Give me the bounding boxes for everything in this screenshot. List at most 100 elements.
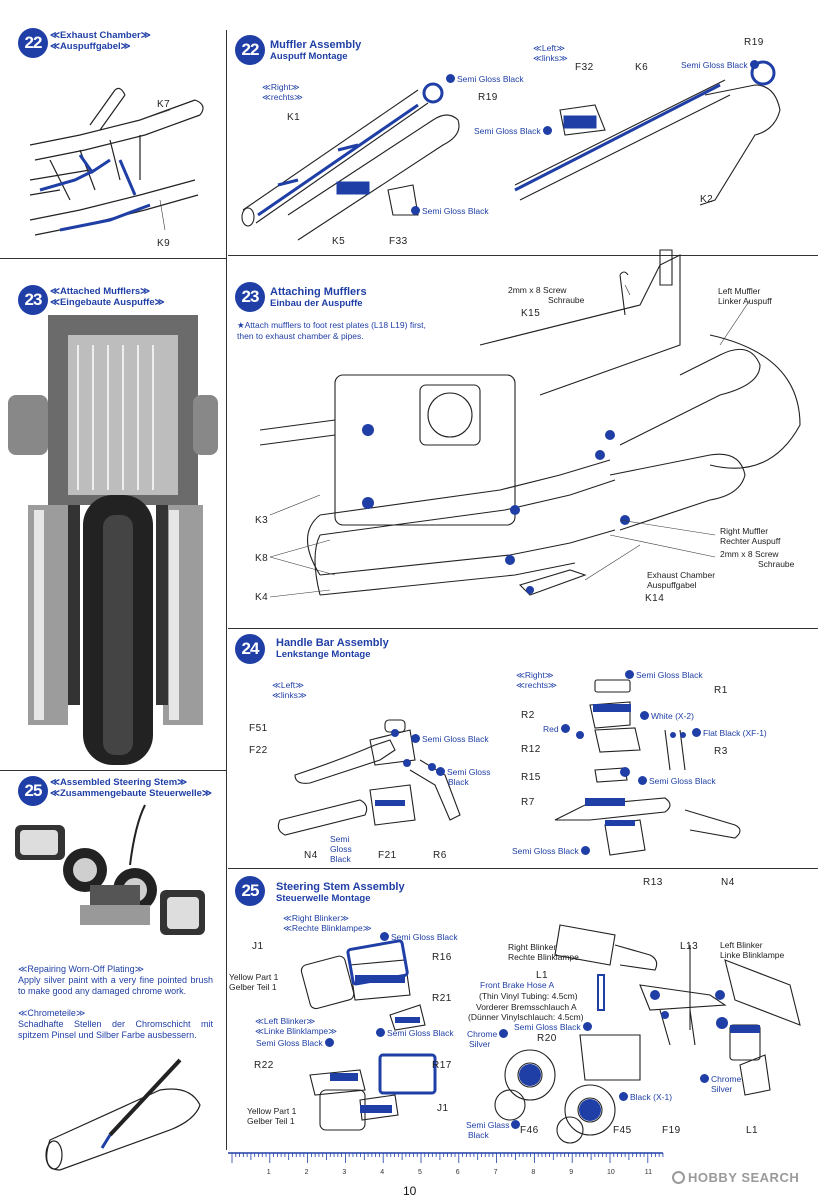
part-label: F33 xyxy=(389,236,408,247)
left-muffler-label-de: Linker Auspuff xyxy=(718,296,772,306)
part-label: K9 xyxy=(157,238,171,249)
paint-dot-icon xyxy=(499,1029,509,1038)
paint-callout: Gloss xyxy=(330,844,352,854)
hose-label: (Thin Vinyl Tubing: 4.5cm) xyxy=(479,991,578,1001)
part-label: R16 xyxy=(432,952,452,963)
part-label: R12 xyxy=(521,744,541,755)
paint-dot-icon xyxy=(625,670,634,679)
hose-label: Front Brake Hose A xyxy=(480,980,555,990)
ruler-tick-label: 11 xyxy=(645,1169,652,1176)
ruler-tick-label: 10 xyxy=(607,1169,615,1176)
paint-dot-icon xyxy=(380,932,389,941)
section-title: ≪Attached Mufflers≫ xyxy=(50,286,151,297)
right-blinker-drawing xyxy=(300,939,426,1031)
ruler-tick-label: 6 xyxy=(456,1169,460,1176)
hose-label-de: (Dünner Vinylschlauch: 4.5cm) xyxy=(468,1012,584,1022)
ruler-tick-label: 1 xyxy=(267,1169,271,1176)
left-blinker-label-de: Linke Blinklampe xyxy=(720,950,785,960)
part-label: K15 xyxy=(521,308,541,319)
side-label: ≪Left≫ xyxy=(272,680,304,690)
paint-callout: Semi Gloss Black xyxy=(256,1038,336,1048)
page-number: 10 xyxy=(403,1184,417,1198)
part-label: K14 xyxy=(645,593,665,604)
paint-callout: White (X-2) xyxy=(640,711,694,721)
step-number: 25 xyxy=(18,776,48,806)
part-label: K2 xyxy=(700,194,714,205)
side-label-de: ≪rechts≫ xyxy=(516,680,557,690)
part-label: K6 xyxy=(635,62,649,73)
part-label: R22 xyxy=(254,1060,274,1071)
section-title: ≪Assembled Steering Stem≫ xyxy=(50,777,188,788)
paint-callout: Semi Gloss Black xyxy=(512,846,592,856)
part-label: F46 xyxy=(520,1125,539,1136)
paint-callout: Semi Glass xyxy=(466,1120,522,1130)
ruler-tick-label: 4 xyxy=(380,1169,384,1176)
paint-callout: Semi Gloss Black xyxy=(446,74,524,84)
repair-body: Apply silver paint with a very fine poin… xyxy=(18,975,213,996)
part-label: K4 xyxy=(255,592,269,603)
paint-callout: Silver xyxy=(469,1039,491,1049)
part-label: J1 xyxy=(252,941,264,952)
muffler-right-drawing xyxy=(241,82,460,241)
ruler-tick-label: 7 xyxy=(494,1169,498,1176)
side-label-de: ≪Rechte Blinklampe≫ xyxy=(283,923,372,933)
part-label: R3 xyxy=(714,746,728,757)
left-blinker-drawing xyxy=(309,1053,437,1131)
divider xyxy=(0,770,226,771)
paint-dot-icon xyxy=(619,1092,628,1101)
step-subtitle: Einbau der Auspuffe xyxy=(270,298,363,309)
paint-dot-icon xyxy=(511,1120,521,1129)
paint-dot-icon xyxy=(582,1022,592,1031)
part-label: K7 xyxy=(157,99,171,110)
step-number: 23 xyxy=(18,285,48,315)
paintbrush-drawing xyxy=(45,1058,201,1171)
section-title: ≪Exhaust Chamber≫ xyxy=(50,30,151,41)
step-subtitle: Auspuff Montage xyxy=(270,51,348,62)
part-label: R13 xyxy=(643,877,663,888)
paint-callout: Red xyxy=(543,724,572,734)
side-label-de: ≪links≫ xyxy=(272,690,307,700)
paint-dot-icon xyxy=(640,711,649,720)
part-label: R2 xyxy=(521,710,535,721)
part-label: L13 xyxy=(680,941,699,952)
part-label: F51 xyxy=(249,723,268,734)
ruler-tick-label: 8 xyxy=(531,1169,535,1176)
part-label: K8 xyxy=(255,553,269,564)
paint-callout: Semi Gloss Black xyxy=(376,1028,454,1038)
repair-title-de: ≪Chrometeile≫ xyxy=(18,1008,86,1018)
column-divider xyxy=(226,30,227,1150)
yellow-part-label-de: Gelber Teil 1 xyxy=(247,1116,295,1126)
side-label-de: ≪Linke Blinklampe≫ xyxy=(255,1026,338,1036)
section-subtitle: ≪Auspuffgabel≫ xyxy=(50,41,131,52)
left-muffler-label: Left Muffler xyxy=(718,286,761,296)
paint-callout: Black xyxy=(468,1130,489,1140)
repair-title: ≪Repairing Worn-Off Plating≫ xyxy=(18,964,145,974)
hose-label-de: Vorderer Bremsschlauch A xyxy=(476,1002,577,1012)
step-number: 25 xyxy=(235,876,265,906)
step-title: Attaching Mufflers xyxy=(270,286,367,298)
side-label: ≪Left≫ xyxy=(533,43,565,53)
paint-callout: Black xyxy=(330,854,351,864)
part-label: N4 xyxy=(304,850,318,861)
side-label-de: ≪links≫ xyxy=(533,53,568,63)
paint-callout: Semi Gloss Black xyxy=(625,670,703,680)
step-title: Handle Bar Assembly xyxy=(276,637,389,649)
part-label: F45 xyxy=(613,1125,632,1136)
step-note: ★Attach mufflers to foot rest plates (L1… xyxy=(237,320,426,341)
paint-callout: Chrome xyxy=(700,1074,741,1084)
part-label: R19 xyxy=(478,92,498,103)
paint-callout: Semi Gloss Black xyxy=(514,1022,594,1032)
paint-dot-icon xyxy=(411,734,420,743)
divider xyxy=(0,258,226,259)
engine-frame-drawing xyxy=(259,249,801,598)
right-muffler-label: Right Muffler xyxy=(720,526,769,536)
right-blinker-label-de: Rechte Blinklampe xyxy=(508,952,579,962)
part-label: R21 xyxy=(432,993,452,1004)
paint-dot-icon xyxy=(638,776,647,785)
step-number: 22 xyxy=(18,28,48,58)
part-label: N4 xyxy=(721,877,735,888)
side-label: ≪Right≫ xyxy=(516,670,554,680)
paint-callout: Semi Gloss Black xyxy=(474,126,554,136)
paint-callout: Semi xyxy=(330,834,350,844)
